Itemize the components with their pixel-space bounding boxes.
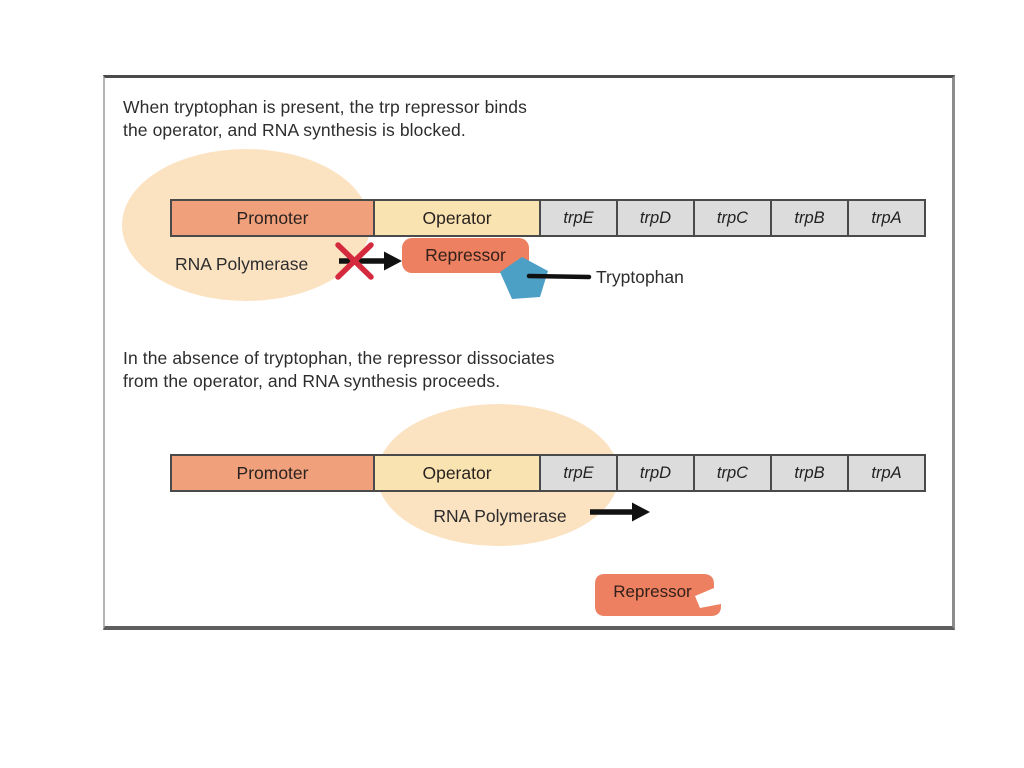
- promoter-box: Promoter: [170, 454, 375, 492]
- gene-box-trpC: trpC: [693, 454, 772, 492]
- gene-box-trpB: trpB: [770, 454, 849, 492]
- caption-tryptophan-present: When tryptophan is present, the trp repr…: [123, 96, 527, 141]
- gene-box-trpB: trpB: [770, 199, 849, 237]
- operon-row-bottom: Promoter Operator trpE trpD trpC trpB tr…: [170, 454, 926, 492]
- caption-line: When tryptophan is present, the trp repr…: [123, 97, 527, 117]
- diagram-panel: When tryptophan is present, the trp repr…: [103, 75, 955, 630]
- gene-box-trpE: trpE: [539, 454, 618, 492]
- operator-box: Operator: [373, 454, 541, 492]
- caption-line: In the absence of tryptophan, the repres…: [123, 348, 555, 368]
- rna-polymerase-label-bottom: RNA Polymerase: [433, 506, 567, 526]
- promoter-box: Promoter: [170, 199, 375, 237]
- caption-tryptophan-absent: In the absence of tryptophan, the repres…: [123, 347, 555, 392]
- operon-row-top: Promoter Operator trpE trpD trpC trpB tr…: [170, 199, 926, 237]
- arrow-head: [632, 502, 650, 522]
- tryptophan-pointer-line: [526, 273, 592, 280]
- caption-line: the operator, and RNA synthesis is block…: [123, 119, 466, 140]
- rna-polymerase-label-top: RNA Polymerase: [175, 254, 309, 274]
- gene-box-trpA: trpA: [847, 199, 926, 237]
- gene-box-trpC: trpC: [693, 199, 772, 237]
- repressor-free-label: Repressor: [613, 582, 692, 601]
- gene-box-trpA: trpA: [847, 454, 926, 492]
- arrow-head: [384, 251, 402, 271]
- operator-box: Operator: [373, 199, 541, 237]
- gene-box-trpD: trpD: [616, 199, 695, 237]
- repressor-bound-box: Repressor: [402, 238, 529, 273]
- tryptophan-label: Tryptophan: [596, 267, 684, 287]
- caption-line: from the operator, and RNA synthesis pro…: [123, 370, 501, 391]
- gene-box-trpE: trpE: [539, 199, 618, 237]
- gene-box-trpD: trpD: [616, 454, 695, 492]
